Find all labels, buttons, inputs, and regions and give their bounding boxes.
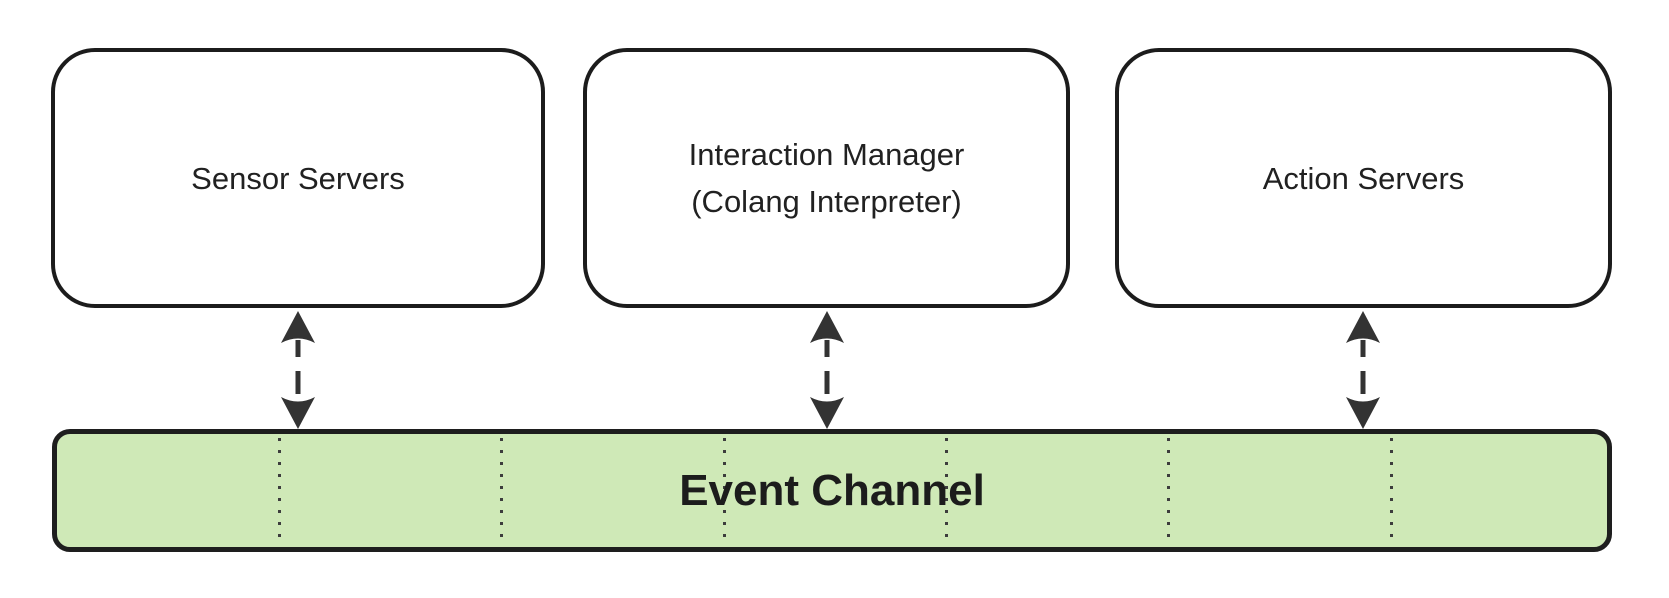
event-channel-bar: Event Channel — [52, 429, 1612, 552]
event-slot-divider — [278, 438, 281, 543]
node-sensor-servers-label: Sensor Servers — [191, 160, 405, 196]
bidirectional-arrow-action-servers — [1346, 311, 1380, 429]
event-slot-divider — [1390, 438, 1393, 543]
node-interaction-manager-label-line2: (Colang Interpreter) — [691, 184, 962, 219]
event-slot-divider — [500, 438, 503, 543]
node-sensor-servers: Sensor Servers — [51, 48, 545, 308]
node-interaction-manager-label: Interaction Manager — [688, 137, 965, 172]
node-action-servers: Action Servers — [1115, 48, 1612, 308]
bidirectional-arrow-interaction-manager — [810, 311, 844, 429]
node-interaction-manager: Interaction Manager (Colang Interpreter) — [583, 48, 1070, 308]
event-slot-divider — [1167, 438, 1170, 543]
event-slot-divider — [723, 438, 726, 543]
event-slot-divider — [945, 438, 948, 543]
bidirectional-arrow-sensor-servers — [281, 311, 315, 429]
node-action-servers-label: Action Servers — [1262, 160, 1465, 196]
event-channel-label: Event Channel — [679, 465, 985, 515]
